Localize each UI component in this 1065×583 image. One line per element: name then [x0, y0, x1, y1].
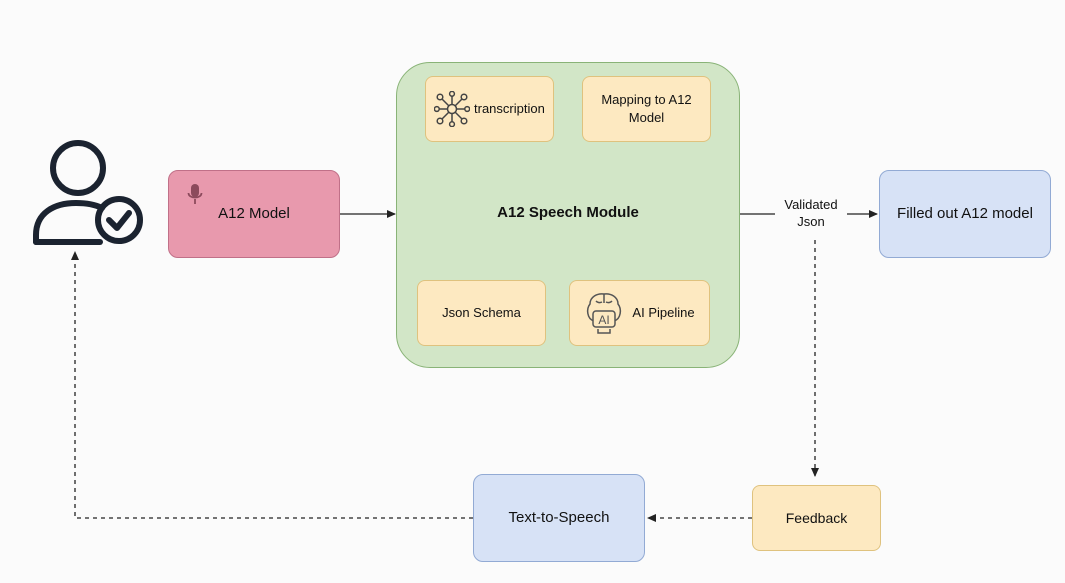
transcription-node[interactable]: transcription	[425, 76, 554, 142]
text-to-speech-node[interactable]: Text-to-Speech	[473, 474, 645, 562]
ai-pipeline-node[interactable]: AI AI Pipeline	[569, 280, 710, 346]
filled-out-model-label: Filled out A12 model	[897, 204, 1033, 222]
user-check-icon	[30, 135, 150, 250]
text-to-speech-label: Text-to-Speech	[508, 508, 610, 526]
transcription-label: transcription	[474, 101, 545, 117]
json-schema-node[interactable]: Json Schema	[417, 280, 546, 346]
speech-module-container[interactable]: A12 Speech Module	[396, 62, 740, 368]
a12-model-node[interactable]: A12 Model	[168, 170, 340, 258]
json-schema-label: Json Schema	[442, 305, 521, 321]
network-icon	[434, 91, 470, 127]
a12-model-label: A12 Model	[218, 204, 290, 222]
feedback-label: Feedback	[785, 509, 848, 526]
svg-text:AI: AI	[599, 313, 610, 327]
mapping-node[interactable]: Mapping to A12 Model	[582, 76, 711, 142]
filled-out-model-node[interactable]: Filled out A12 model	[879, 170, 1051, 258]
microphone-icon	[187, 183, 203, 207]
ai-brain-icon: AI	[584, 291, 624, 335]
ai-pipeline-label: AI Pipeline	[632, 305, 695, 321]
mapping-label: Mapping to A12 Model	[601, 92, 692, 125]
speech-module-title: A12 Speech Module	[497, 204, 639, 221]
feedback-node[interactable]: Feedback	[752, 485, 881, 551]
validated-json-label: Validated Json	[775, 197, 847, 231]
